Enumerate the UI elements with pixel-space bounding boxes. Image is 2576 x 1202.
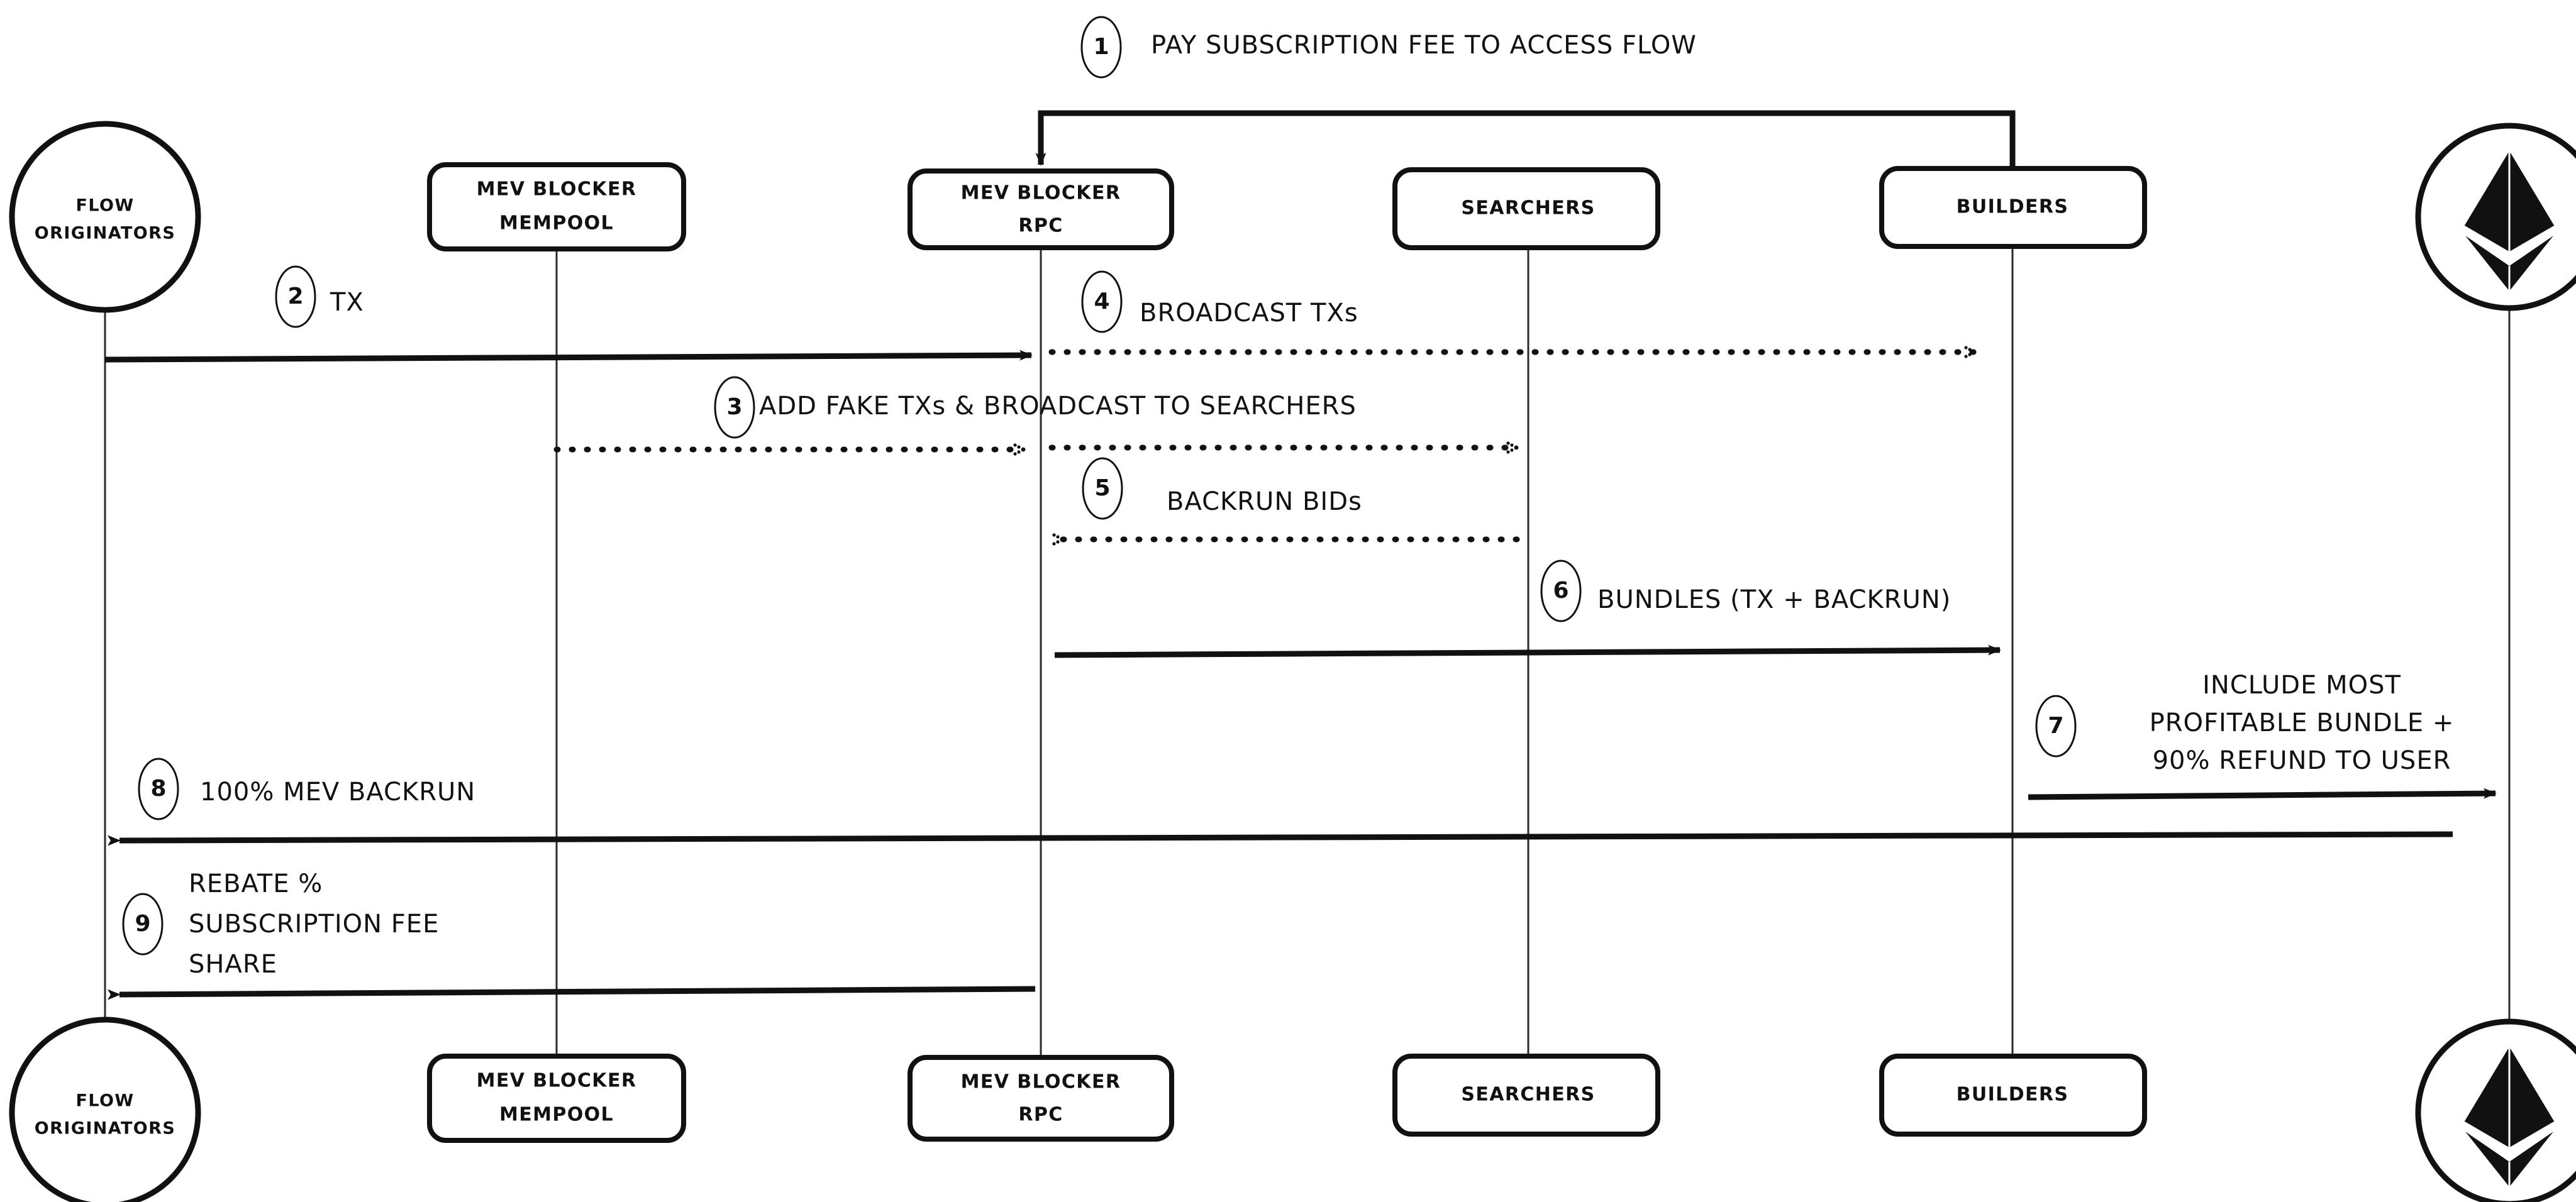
message-2-label: TX <box>330 288 364 317</box>
ethereum-logo-icon <box>2463 151 2555 291</box>
lifelines <box>104 233 2511 1059</box>
message-3-number-badge <box>714 376 755 439</box>
message-9[interactable]: 9 REBATE % SUBSCRIPTION FEE SHARE <box>107 869 1036 1000</box>
actor-label-line2: RPC <box>1018 215 1063 237</box>
message-9-number: 9 <box>135 911 150 937</box>
message-4-number: 4 <box>1094 289 1109 314</box>
message-4-number-badge <box>1081 270 1123 333</box>
message-5-number: 5 <box>1094 475 1110 501</box>
message-2[interactable]: 2 TX <box>104 265 1033 363</box>
searchers-box <box>1392 1054 1660 1137</box>
message-3[interactable]: 3 ADD FAKE TXs & BROADCAST TO SEARCHERS <box>553 376 1520 456</box>
actor-label-line1: FLOW <box>75 1091 134 1111</box>
actor-label-line1: BUILDERS <box>1957 196 2069 218</box>
actor-label-line2: RPC <box>1018 1104 1063 1126</box>
actor-label-line1: MEV BLOCKER <box>477 179 637 201</box>
actor-builders-bottom[interactable]: BUILDERS <box>1879 1054 2147 1137</box>
actor-label-line1: MEV BLOCKER <box>961 182 1121 204</box>
searchers-box <box>1392 167 1660 250</box>
message-5-number-badge <box>1082 457 1123 520</box>
message-7[interactable]: 7 INCLUDE MOST PROFITABLE BUNDLE + 90% R… <box>2028 671 2497 800</box>
message-1-number: 1 <box>1093 34 1109 60</box>
actor-mev-blocker-mempool-bottom[interactable]: MEV BLOCKER MEMPOOL <box>427 1054 686 1143</box>
actor-builders-top[interactable]: BUILDERS <box>1879 166 2147 249</box>
message-7-label-line3: 90% REFUND TO USER <box>2153 746 2451 775</box>
message-6[interactable]: 6 BUNDLES (TX + BACKRUN) <box>1054 560 2001 658</box>
message-9-arrow <box>107 986 1036 1000</box>
actor-ethereum-top[interactable] <box>2415 123 2576 311</box>
flow-originators-circle <box>9 1017 201 1202</box>
message-2-number: 2 <box>287 284 303 309</box>
message-8-number: 8 <box>150 776 166 802</box>
message-1-number-badge <box>1080 16 1122 79</box>
actor-label-line1: MEV BLOCKER <box>477 1070 637 1092</box>
message-2-arrow <box>104 350 1033 363</box>
actor-flow-originators-bottom[interactable]: FLOW ORIGINATORS <box>9 1017 201 1202</box>
actor-label-line2: ORIGINATORS <box>35 1119 175 1139</box>
actor-searchers-top[interactable]: SEARCHERS <box>1392 167 1660 250</box>
message-6-number: 6 <box>1553 578 1568 604</box>
mempool-box <box>427 1054 686 1143</box>
actor-label-line1: SEARCHERS <box>1461 197 1595 219</box>
message-7-label-line1: INCLUDE MOST <box>2202 671 2401 700</box>
message-2-number-badge <box>275 265 316 328</box>
message-7-number: 7 <box>2048 713 2063 739</box>
ethereum-logo-icon <box>2463 1047 2555 1187</box>
message-1-arrow <box>1035 110 2016 168</box>
message-6-number-badge <box>1540 560 1582 622</box>
actor-mev-blocker-mempool-top[interactable]: MEV BLOCKER MEMPOOL <box>427 162 686 251</box>
actor-searchers-bottom[interactable]: SEARCHERS <box>1392 1054 1660 1137</box>
actor-label-line2: MEMPOOL <box>499 1104 614 1126</box>
message-4-label: BROADCAST TXs <box>1140 299 1358 328</box>
actor-label-line2: ORIGINATORS <box>35 224 175 243</box>
actor-mev-blocker-rpc-top[interactable]: MEV BLOCKER RPC <box>908 168 1174 250</box>
actor-ethereum-bottom[interactable] <box>2415 1018 2576 1202</box>
message-9-label-line3: SHARE <box>189 950 277 979</box>
message-8-arrow <box>107 831 2453 846</box>
message-1-label: PAY SUBSCRIPTION FEE TO ACCESS FLOW <box>1151 31 1697 60</box>
rpc-box <box>908 1055 1174 1142</box>
message-7-arrow <box>2028 788 2497 800</box>
message-3-number: 3 <box>726 394 742 420</box>
builders-box <box>1879 1054 2147 1137</box>
message-7-label-line2: PROFITABLE BUNDLE + <box>2150 709 2455 737</box>
message-6-arrow <box>1054 644 2001 658</box>
actor-label-line1: FLOW <box>75 196 134 216</box>
actor-label-line1: BUILDERS <box>1957 1084 2069 1106</box>
message-7-number-badge <box>2035 695 2077 758</box>
actor-mev-blocker-rpc-bottom[interactable]: MEV BLOCKER RPC <box>908 1055 1174 1142</box>
actor-flow-originators-top[interactable]: FLOW ORIGINATORS <box>9 121 201 313</box>
message-5-label: BACKRUN BIDs <box>1167 487 1362 516</box>
mempool-box <box>427 162 686 251</box>
actor-label-line1: SEARCHERS <box>1461 1084 1595 1106</box>
message-9-label-line2: SUBSCRIPTION FEE <box>189 910 439 939</box>
actor-label-line2: MEMPOOL <box>499 212 614 234</box>
rpc-box <box>908 168 1174 250</box>
flow-originators-circle <box>9 121 201 313</box>
message-8[interactable]: 8 100% MEV BACKRUN <box>107 758 2453 846</box>
message-8-label: 100% MEV BACKRUN <box>200 778 475 807</box>
message-9-label-line1: REBATE % <box>189 869 323 898</box>
actor-label-line1: MEV BLOCKER <box>961 1071 1121 1093</box>
message-9-number-badge <box>122 893 164 956</box>
message-5[interactable]: 5 BACKRUN BIDs <box>1052 457 1520 546</box>
message-4[interactable]: 4 BROADCAST TXs <box>1048 270 1978 358</box>
message-8-number-badge <box>138 758 179 820</box>
message-3-label: ADD FAKE TXs & BROADCAST TO SEARCHERS <box>759 392 1357 421</box>
message-6-label: BUNDLES (TX + BACKRUN) <box>1597 585 1951 614</box>
message-1[interactable]: 1 PAY SUBSCRIPTION FEE TO ACCESS FLOW <box>1035 16 2016 168</box>
